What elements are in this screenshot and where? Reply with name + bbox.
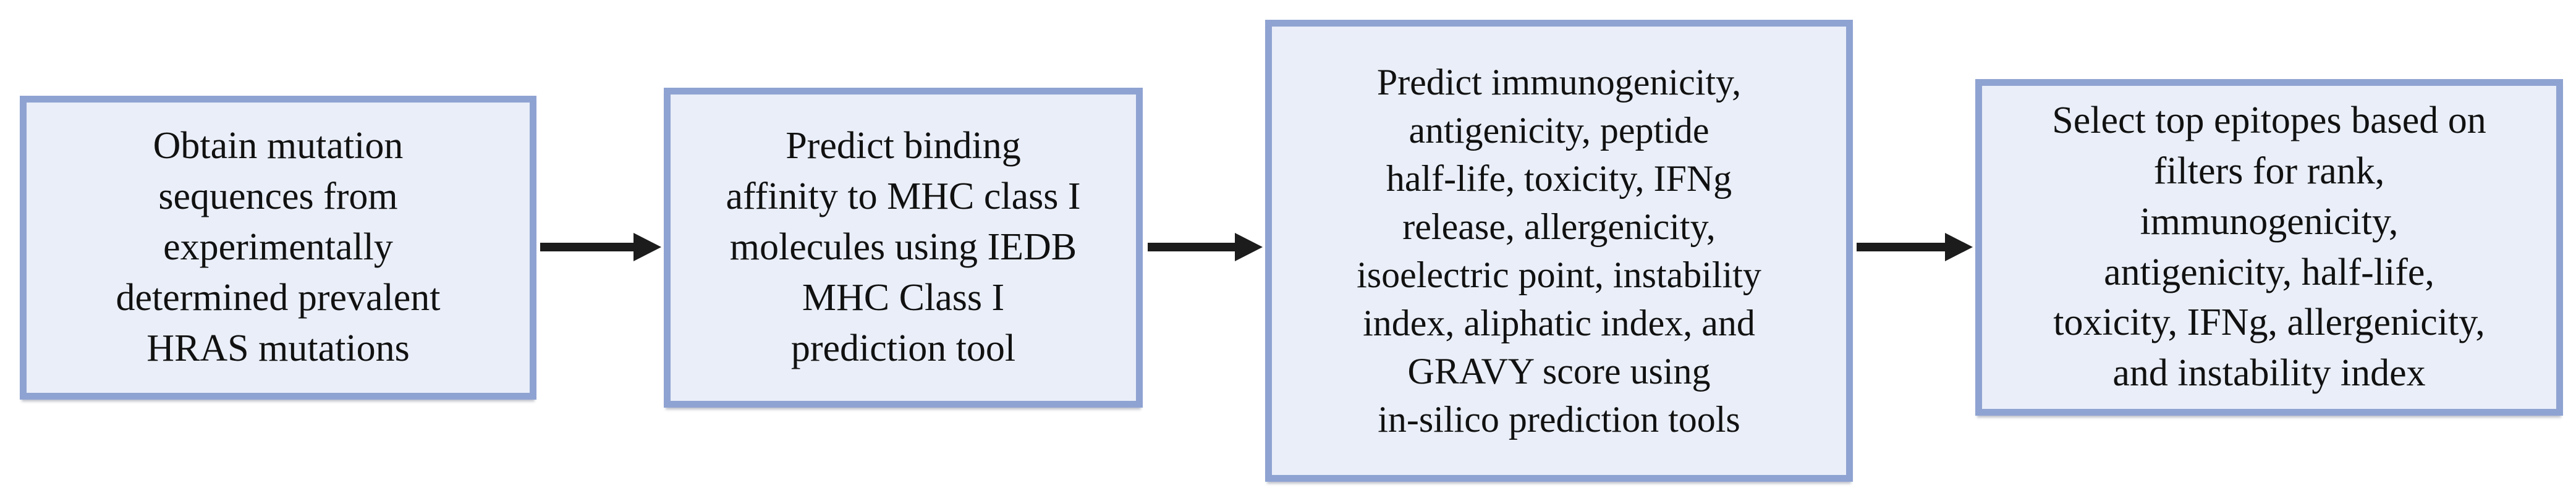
flow-step-4-box: Select top epitopes based on filters for…	[1975, 79, 2563, 416]
flow-step-1-box: Obtain mutation sequences from experimen…	[20, 96, 536, 400]
flow-arrow-3-icon	[1857, 233, 1973, 261]
flow-step-2-text: Predict binding affinity to MHC class I …	[726, 125, 1081, 369]
flow-step-3-text: Predict immunogenicity, antigenicity, pe…	[1357, 62, 1761, 440]
arrow-head	[633, 233, 661, 261]
flow-arrow-1-icon	[540, 233, 661, 261]
flow-step-4-text: Select top epitopes based on filters for…	[2052, 99, 2486, 395]
arrow-shaft	[1148, 243, 1235, 251]
flow-arrow-2-icon	[1148, 233, 1263, 261]
arrow-shaft	[540, 243, 633, 251]
arrow-head	[1945, 233, 1973, 261]
arrow-head	[1235, 233, 1263, 261]
flow-step-1-text: Obtain mutation sequences from experimen…	[116, 125, 441, 369]
flow-step-3-box: Predict immunogenicity, antigenicity, pe…	[1265, 20, 1853, 482]
flow-step-2-box: Predict binding affinity to MHC class I …	[664, 88, 1143, 408]
arrow-shaft	[1857, 243, 1945, 251]
